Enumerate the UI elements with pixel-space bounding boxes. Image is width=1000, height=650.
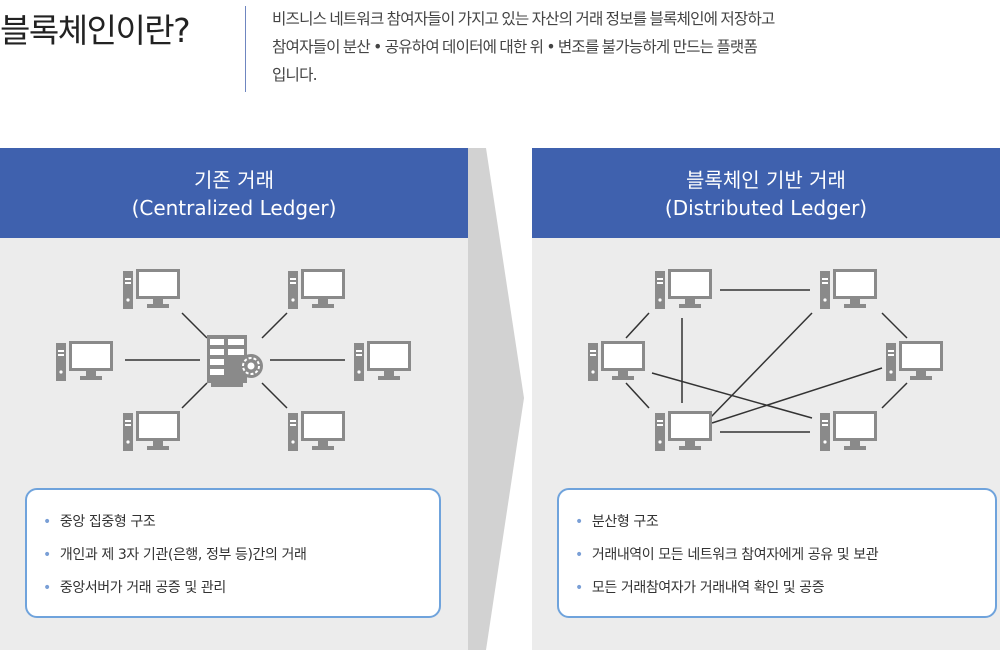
bullet-dot: • <box>43 514 51 530</box>
connection-lines <box>625 289 908 433</box>
list-item: •중앙 집중형 구조 <box>43 514 156 530</box>
computer-icon <box>820 411 877 451</box>
connection-lines <box>125 312 345 409</box>
computer-icon <box>123 269 180 309</box>
computer-icon <box>288 269 345 309</box>
intro-line: 참여자들이 분산 • 공유하여 데이터에 대한 위 • 변조를 불가능하게 만드… <box>272 38 758 56</box>
panel-subtitle: (Centralized Ledger) <box>131 196 337 220</box>
computer-icon <box>588 341 645 381</box>
transition-arrow <box>468 148 524 650</box>
computer-icon <box>288 411 345 451</box>
computer-icon <box>123 411 180 451</box>
list-item: •분산형 구조 <box>575 514 659 530</box>
intro-text: 비즈니스 네트워크 참여자들이 가지고 있는 자산의 거래 정보를 블록체인에 … <box>272 5 1000 89</box>
intro-line: 비즈니스 네트워크 참여자들이 가지고 있는 자산의 거래 정보를 블록체인에 … <box>272 10 775 28</box>
bullet-dot: • <box>43 547 51 563</box>
list-item: •중앙서버가 거래 공증 및 관리 <box>43 580 226 596</box>
computer-icon <box>886 341 943 381</box>
intro-line: 입니다. <box>272 66 318 84</box>
panel-subtitle: (Distributed Ledger) <box>664 196 868 220</box>
centralized-diagram <box>56 269 411 451</box>
panel-title: 기존 거래 <box>194 168 274 192</box>
distributed-bullet-box: •분산형 구조 •거래내역이 모든 네트워크 참여자에게 공유 및 보관 •모든… <box>557 488 997 618</box>
distributed-panel: 블록체인 기반 거래 (Distributed Ledger) <box>532 148 1000 650</box>
distributed-diagram <box>588 269 943 451</box>
list-item: •개인과 제 3자 기관(은행, 정부 등)간의 거래 <box>43 547 307 563</box>
list-item: •모든 거래참여자가 거래내역 확인 및 공증 <box>575 580 825 596</box>
centralized-panel: 기존 거래 (Centralized Ledger) <box>0 148 468 650</box>
computer-icon <box>655 411 712 451</box>
server-gear-icon <box>207 335 263 387</box>
list-item: •거래내역이 모든 네트워크 참여자에게 공유 및 보관 <box>575 547 879 563</box>
computer-icon <box>56 341 113 381</box>
panel-header: 블록체인 기반 거래 (Distributed Ledger) <box>532 148 1000 238</box>
centralized-bullet-box: •중앙 집중형 구조 •개인과 제 3자 기관(은행, 정부 등)간의 거래 •… <box>25 488 441 618</box>
title-divider <box>245 6 246 92</box>
computer-icon <box>655 269 712 309</box>
panel-header: 기존 거래 (Centralized Ledger) <box>0 148 468 238</box>
bullet-dot: • <box>575 580 583 596</box>
panel-title: 블록체인 기반 거래 <box>686 168 846 192</box>
computer-icon <box>354 341 411 381</box>
page-title: 블록체인이란? <box>0 11 191 50</box>
bullet-dot: • <box>43 580 51 596</box>
bullet-dot: • <box>575 547 583 563</box>
computer-icon <box>820 269 877 309</box>
bullet-dot: • <box>575 514 583 530</box>
